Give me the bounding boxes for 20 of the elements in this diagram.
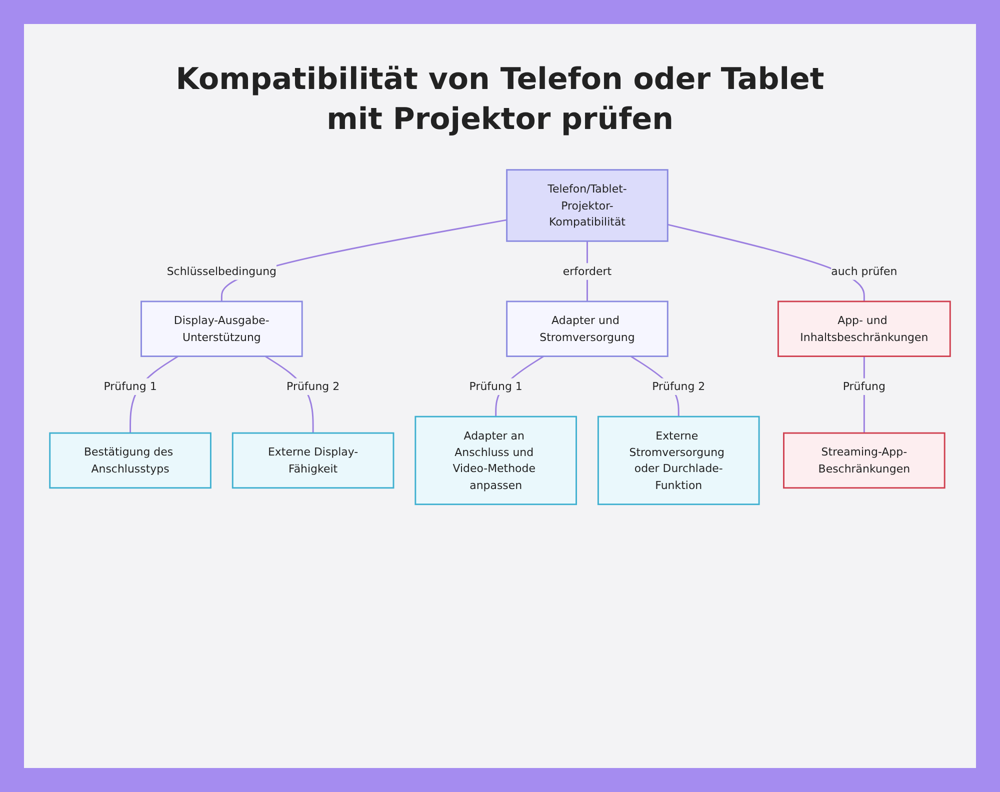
- node-box: [140, 300, 303, 358]
- edge-label: Prüfung 1: [469, 380, 522, 393]
- edge-label: Schlüsselbedingung: [166, 264, 276, 278]
- edge-label: Prüfung 2: [286, 380, 340, 393]
- node-box: [506, 300, 668, 358]
- edge-label: Prüfung 2: [652, 380, 706, 393]
- node-box: [783, 432, 946, 489]
- card-background: Kompatibilität von Telefon oder Tablet mit Projektor prüfen Schlüsselbedingung erfordert auch prüfen Prüfung 1 Prüfung 2 Prüfung 1 Prüfung 2 Prüfung Telefon/Tablet-Projektor-Kompatibilität Display-Ausgabe-Unterstützung Adapter und Stromversorgung App- und Inhaltsbeschränkungen Bestätigung des Anschlusstyps Externe Display-Fähigkeit Adapter an Anschluss und Video-Methode anpassen Externe Stromversorgung oder Durchlade-Funktion Streaming-App-Beschränkungen: [24, 24, 976, 768]
- edge-label: auch prüfen: [831, 264, 898, 278]
- connector: [667, 224, 865, 302]
- node-box: [506, 169, 668, 242]
- node-box: [414, 416, 577, 506]
- node-box: [597, 416, 760, 506]
- edge-label: Prüfung: [842, 380, 886, 393]
- edge-label: erfordert: [562, 264, 612, 278]
- node-box: [232, 432, 394, 489]
- title: Kompatibilität von Telefon oder Tablet mit Projektor prüfen: [174, 61, 826, 139]
- edge-label: Prüfung 1: [104, 380, 157, 393]
- node-box: [49, 432, 212, 489]
- node-box: [777, 300, 951, 358]
